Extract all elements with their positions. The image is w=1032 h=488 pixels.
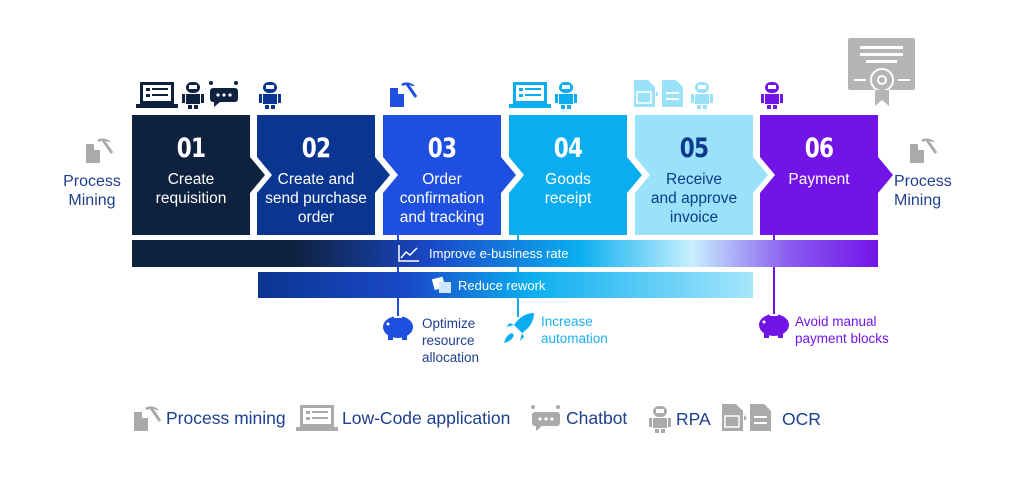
legend-process-mining: Process mining [132,404,286,432]
ocr-icon [722,404,771,431]
step-label-line: receipt [544,190,592,207]
step-label-line: requisition [155,190,227,207]
process-step-02: 02 Create and send purchase order [257,115,390,235]
step-label-line: Goods [545,171,591,188]
process-step-05: 05 Receive and approve invoice [635,115,768,235]
step-label-line: invoice [669,209,719,226]
step-label-line: Create and [277,171,355,188]
benefit-line: allocation [422,350,480,365]
benefit-line: Increase [541,314,593,329]
ocr-icon [634,80,683,107]
certificate-icon [848,38,915,106]
rpa-robot-icon [182,82,204,109]
legend-low-code: Low-Code application [296,404,510,432]
legend-label: RPA [676,408,711,429]
legend-rpa: RPA [648,404,711,434]
step-number: 03 [427,133,457,164]
benefit-line: Avoid manual [795,314,877,329]
step-label: Create requisition [132,170,250,208]
step-label-line: Receive [666,171,722,188]
step-label: Order confirmation and tracking [383,170,501,227]
low-code-laptop-icon [136,82,178,108]
step-chevron [760,115,893,235]
step-chevron [635,115,768,235]
reduce-rework-bar: Reduce rework [258,272,753,298]
step-chevron [509,115,642,235]
step-label: Create and send purchase order [257,170,375,227]
benefit-line: Optimize [422,316,476,331]
label-line: Process [894,173,952,190]
step-label: Goods receipt [509,170,627,208]
benefit-optimize: Optimize resource allocation [422,315,479,366]
piggy-bank-icon [759,314,789,338]
rpa-robot-icon [649,406,671,433]
step-label-line: confirmation [399,190,485,207]
process-mining-icon [390,82,418,107]
benefit-line: resource [422,333,475,348]
improve-e-business-bar: Improve e-business rate [132,240,878,267]
process-mining-icon [134,406,162,431]
benefit-payment: Avoid manual payment blocks [795,313,889,347]
label-line: Mining [68,192,116,209]
bar-label: Reduce rework [458,277,546,293]
process-mining-icon [86,138,114,163]
piggy-bank-icon [383,316,413,340]
legend-label: OCR [782,408,821,429]
label-line: Mining [894,192,942,209]
step-number: 04 [553,133,583,164]
step-chevron [132,115,265,235]
low-code-laptop-icon [509,82,551,108]
step-label-line: send purchase [265,190,367,207]
step-label-line: order [297,209,335,226]
process-mining-icon [910,138,938,163]
rocket-icon [504,313,534,343]
step-label-line: and approve [650,190,738,207]
legend-ocr: OCR [722,404,821,434]
chart-trend-icon [398,245,419,262]
process-step-03: 03 Order confirmation and tracking [383,115,516,235]
step-number: 05 [679,133,709,164]
step-label-line: Payment [788,171,850,188]
step-chevron [257,115,390,235]
step-label-line: and tracking [399,209,485,226]
connector-line [773,235,775,315]
step-number: 01 [176,133,206,164]
step-chevron [383,115,516,235]
legend-chatbot: Chatbot [530,404,627,432]
documents-icon [432,276,451,293]
legend-label: Low-Code application [342,407,511,428]
rpa-robot-icon [761,82,783,109]
step-number: 06 [804,133,834,164]
legend-label: Chatbot [566,407,628,428]
low-code-laptop-icon [296,405,338,431]
step-label-line: Create [167,171,215,188]
legend-label: Process mining [166,407,286,428]
rpa-robot-icon [259,82,281,109]
benefit-automation: Increase automation [541,313,608,347]
chatbot-icon [209,81,238,107]
process-step-01: 01 Create requisition [132,115,265,235]
bar-label: Improve e-business rate [429,246,569,261]
chatbot-icon [531,405,560,431]
benefit-line: payment blocks [795,331,889,346]
step-number: 02 [301,133,331,164]
rpa-robot-icon [555,82,577,109]
label-line: Process [63,173,121,190]
rpa-robot-icon [691,82,713,109]
step-label: Receive and approve invoice [635,170,753,227]
step-label: Payment [760,170,878,189]
process-step-06: 06 Payment [760,115,893,235]
process-step-04: 04 Goods receipt [509,115,642,235]
benefit-line: automation [541,331,608,346]
step-label-line: Order [422,171,462,188]
